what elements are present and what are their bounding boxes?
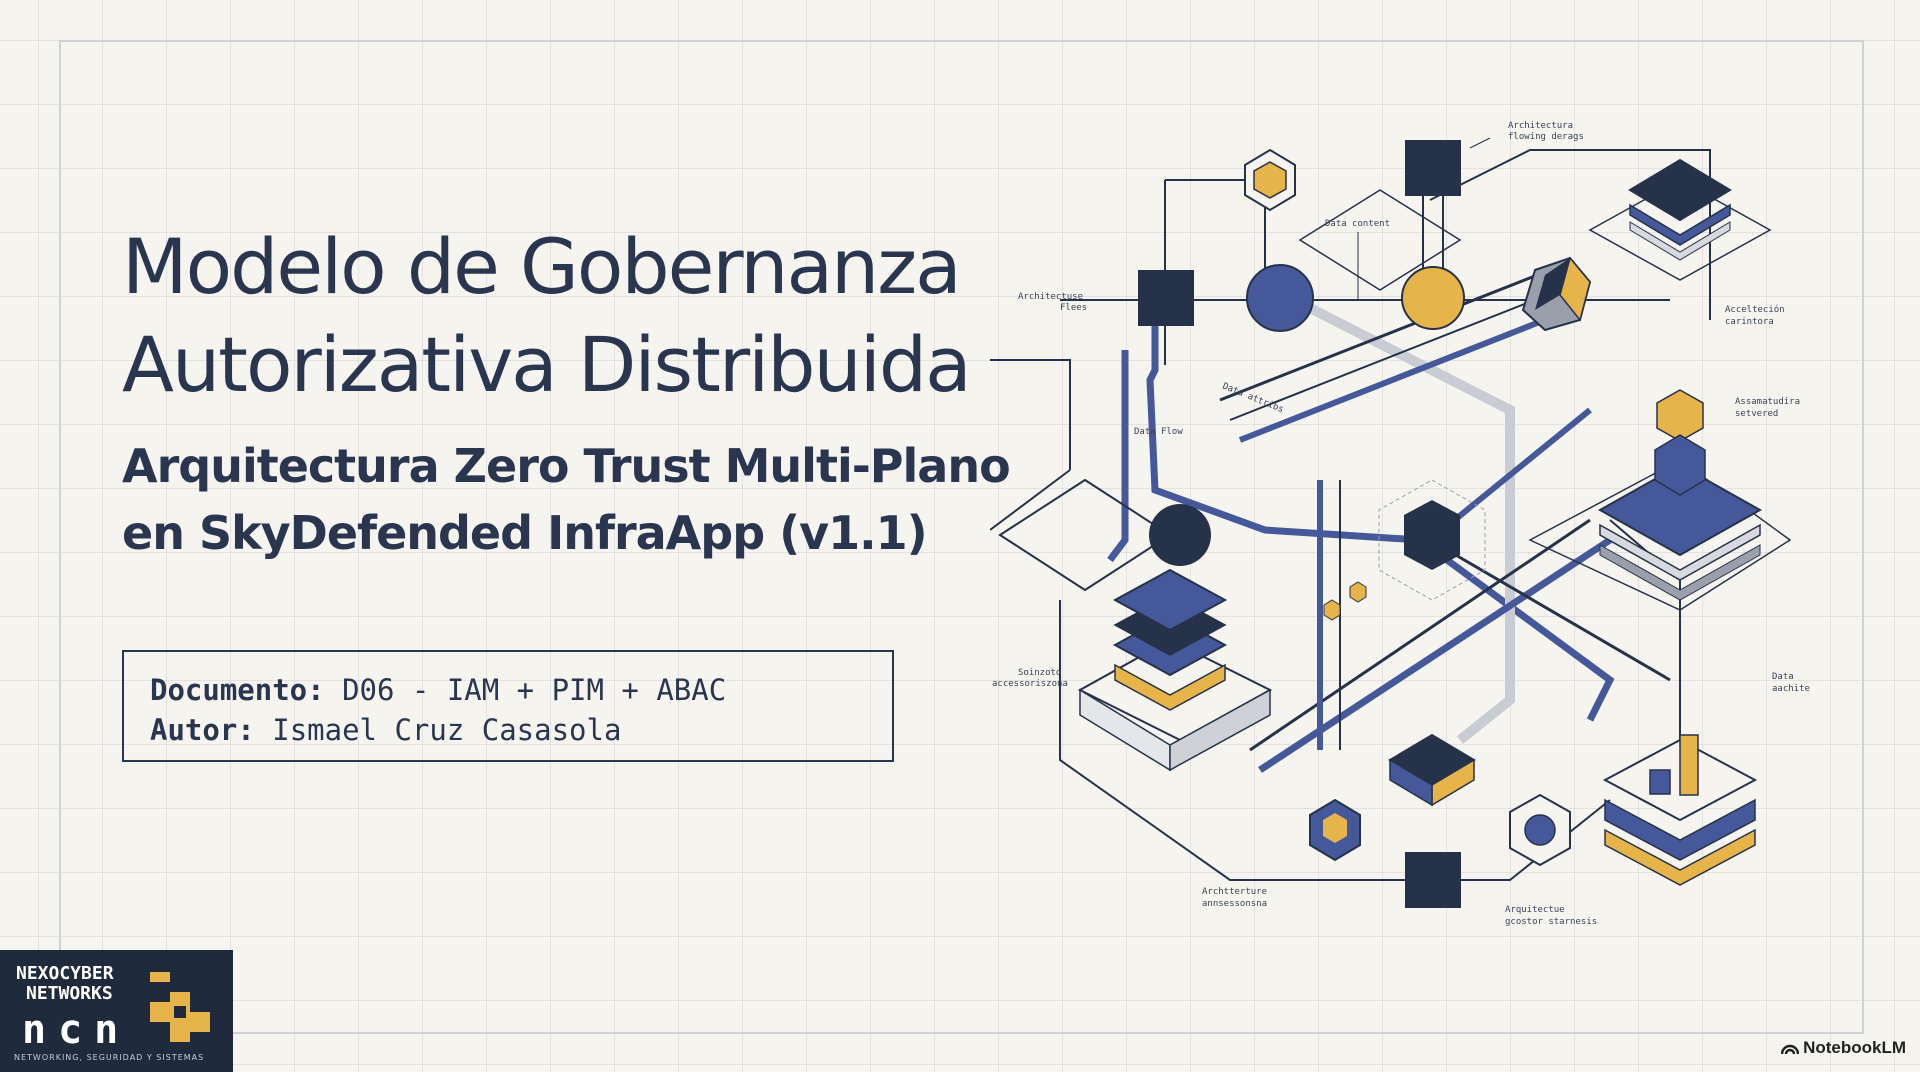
hexagon-node-gold xyxy=(1253,161,1287,199)
isometric-base-side xyxy=(1169,688,1271,772)
circle-node-navy xyxy=(1149,504,1211,566)
isometric-layer-grey xyxy=(1599,544,1761,601)
hub-dashed-ring xyxy=(1378,479,1486,601)
notebooklm-icon xyxy=(1781,1044,1800,1055)
square-node-navy xyxy=(1138,270,1194,326)
small-hexagon-gold xyxy=(1323,599,1341,621)
watermark-label: NotebookLM xyxy=(1803,1038,1906,1057)
isometric-layer-blue xyxy=(1604,798,1756,861)
nexocyber-logo: NEXOCYBER NETWORKS ncn NETWORKING, SEGUR… xyxy=(0,950,233,1072)
diagram-label: Archtterture xyxy=(1202,887,1267,897)
isometric-layer-blue xyxy=(1112,568,1228,632)
data-path-navy xyxy=(1219,268,1551,402)
diagram-label: annsessonsna xyxy=(1202,899,1267,909)
diagram-label: Data content xyxy=(1325,219,1390,229)
circle-node-blue xyxy=(1524,814,1556,846)
subtitle-line-1: Arquitectura Zero Trust Multi-Plano xyxy=(122,439,1011,493)
diagram-label: Flees xyxy=(1060,303,1087,313)
circle-node-gold xyxy=(1401,266,1465,330)
title-line-1: Modelo de Gobernanza xyxy=(122,222,962,311)
diagram-label: Soinzoto xyxy=(1018,668,1061,678)
data-path-blue xyxy=(1238,307,1572,443)
data-path-blue xyxy=(1146,320,1615,722)
hexagon-node-gold xyxy=(1656,389,1704,442)
slide-subtitle: Arquitectura Zero Trust Multi-Plano en S… xyxy=(122,433,1022,567)
frame-line xyxy=(990,359,1071,531)
diagram-label: accessoriszona xyxy=(992,679,1068,689)
isometric-pillar-gold xyxy=(1679,734,1699,796)
wireframe-diamond xyxy=(1528,459,1792,611)
document-value: D06 - IAM + PIM + ABAC xyxy=(342,673,727,707)
wireframe-diamond xyxy=(998,478,1172,592)
isometric-layer-blue xyxy=(1629,203,1731,246)
diagram-label: Data xyxy=(1772,672,1794,682)
logo-line-1: NEXOCYBER xyxy=(16,963,114,984)
isometric-layer-navy xyxy=(1628,158,1732,222)
logo-abbr: ncn xyxy=(22,1007,131,1053)
document-info-box: Documento: D06 - IAM + PIM + ABAC Autor:… xyxy=(122,650,894,762)
data-path-navy xyxy=(1249,518,1591,752)
data-path-navy xyxy=(1429,538,1671,682)
data-path-navy xyxy=(1229,289,1561,421)
diagram-label: gcostor starnesis xyxy=(1505,917,1597,927)
diagram-label: Assamatudira xyxy=(1735,397,1800,407)
diagram-label: aachitectuses xyxy=(1772,684,1810,694)
logo-mark-icon xyxy=(150,972,210,1042)
hexagon-hub-node xyxy=(1404,500,1460,570)
subtitle-line-2: en SkyDefended InfraApp (v1.1) xyxy=(122,506,928,560)
isometric-cube-blue xyxy=(1654,434,1706,496)
diagram-label: Data Flow xyxy=(1134,427,1183,437)
data-path-blue xyxy=(1258,537,1612,773)
hexagon-block-face xyxy=(1559,256,1591,322)
document-row: Documento: D06 - IAM + PIM + ABAC xyxy=(150,670,866,710)
author-key: Autor: xyxy=(150,713,255,747)
isometric-layer-grey xyxy=(1599,523,1761,581)
diagram-label: Arquitectue xyxy=(1505,905,1565,915)
wireframe-diamond xyxy=(1298,189,1462,291)
diagram-label: flowing derags xyxy=(1508,132,1584,142)
author-value: Ismael Cruz Casasola xyxy=(272,713,622,747)
isometric-cube-blue xyxy=(1649,769,1671,795)
data-path-grey xyxy=(1252,275,1515,744)
data-path-blue xyxy=(1107,350,1129,563)
isometric-layer-gold xyxy=(1604,828,1756,886)
title-line-2: Autorizativa Distribuida xyxy=(122,320,972,409)
slide-frame xyxy=(59,40,1864,1034)
label-leader xyxy=(1469,137,1491,149)
square-node-navy xyxy=(1405,852,1461,908)
logo-line-2: NETWORKS xyxy=(26,983,113,1004)
logo-tagline: NETWORKING, SEGURIDAD Y SISTEMAS xyxy=(14,1053,205,1062)
square-node-navy xyxy=(1405,140,1461,196)
small-hexagon-gold xyxy=(1349,581,1367,603)
hexagon-block-face xyxy=(1535,258,1570,310)
slide-title: Modelo de Gobernanza Autorizativa Distri… xyxy=(122,218,1022,414)
diagram-label: Architectuse xyxy=(1018,292,1083,302)
author-row: Autor: Ismael Cruz Casasola xyxy=(150,710,866,750)
isometric-layer-grey xyxy=(1629,221,1731,261)
isometric-layer-blue xyxy=(1597,463,1763,557)
isometric-block-face-blue xyxy=(1389,758,1433,807)
diagram-label: Architectura xyxy=(1508,121,1573,131)
diagram-label: setvered xyxy=(1735,409,1778,419)
isometric-layer-gold xyxy=(1114,663,1226,711)
circle-node-blue xyxy=(1246,264,1314,332)
hexagon-node-inner xyxy=(1323,813,1347,843)
diagram-label: Accelteción xyxy=(1725,304,1785,315)
diagram-label: carintora xyxy=(1725,317,1774,327)
architecture-diagram: Architectura flowing derags Data content… xyxy=(990,121,1810,927)
document-key: Documento: xyxy=(150,673,325,707)
notebooklm-watermark: NotebookLM xyxy=(1781,1038,1906,1058)
